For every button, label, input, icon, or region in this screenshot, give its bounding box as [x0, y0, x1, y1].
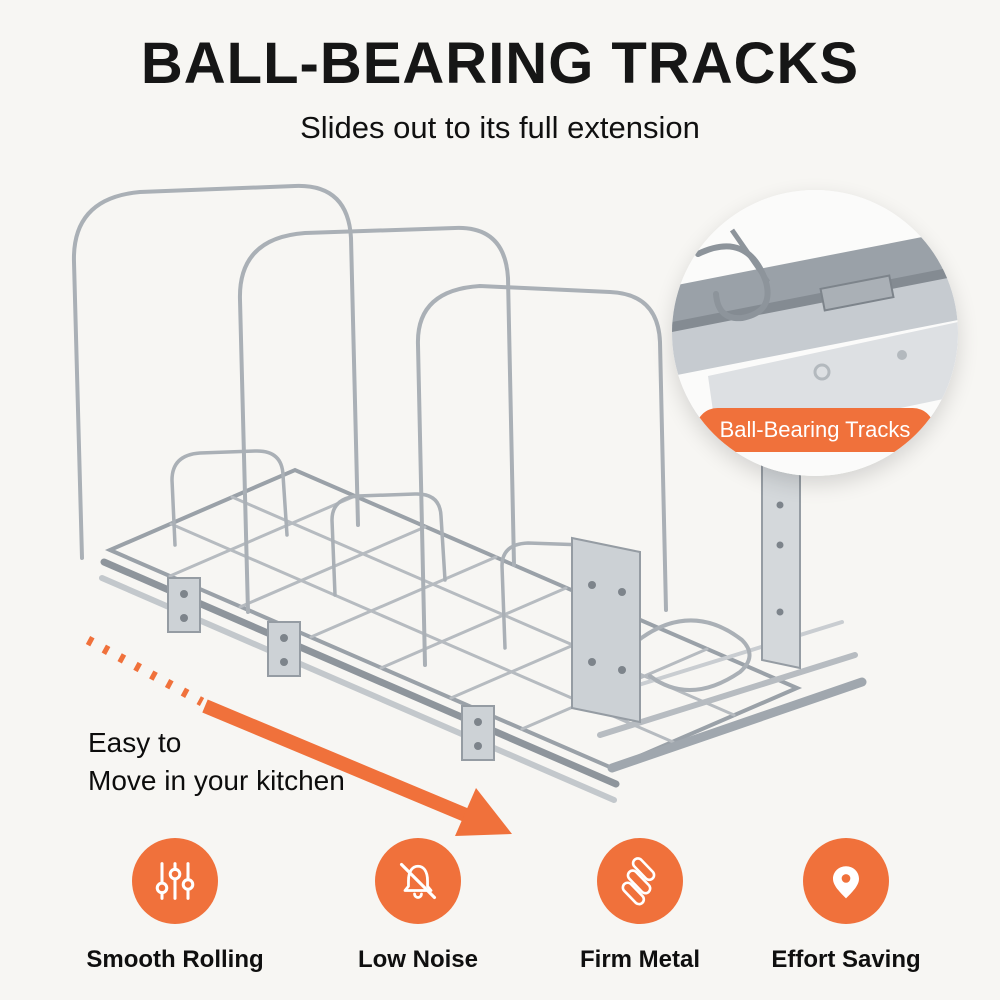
feature-label: Low Noise: [357, 946, 478, 973]
annotation-text: Easy to Move in your kitchen: [88, 724, 345, 800]
feature-label: Effort Saving: [771, 946, 921, 973]
feature-firm-metal: Firm Metal: [540, 838, 740, 974]
page-subtitle: Slides out to its full extension: [300, 110, 700, 145]
location-pin-icon: [803, 838, 889, 924]
screws: [180, 501, 784, 750]
annotation-line-2: Move in your kitchen: [88, 764, 345, 796]
page-title: BALL-BEARING TRACKS: [140, 31, 860, 96]
feature-label: Firm Metal: [579, 946, 701, 973]
feature-low-noise: Low Noise: [318, 838, 518, 974]
annotation-line-1: Easy to: [88, 727, 182, 758]
metal-tubes-icon: [597, 838, 683, 924]
sliders-icon: [132, 838, 218, 924]
callout-label-badge: Ball-Bearing Tracks: [695, 408, 935, 452]
dashed-arrow: [85, 636, 205, 706]
feature-effort-saving: Effort Saving: [746, 838, 946, 974]
detail-callout: Ball-Bearing Tracks: [672, 190, 958, 476]
mounting-brackets: [167, 460, 801, 761]
feature-label: Smooth Rolling: [86, 946, 264, 973]
muted-bell-icon: [375, 838, 461, 924]
feature-smooth-rolling: Smooth Rolling: [75, 838, 275, 974]
direction-arrow: [202, 699, 512, 836]
